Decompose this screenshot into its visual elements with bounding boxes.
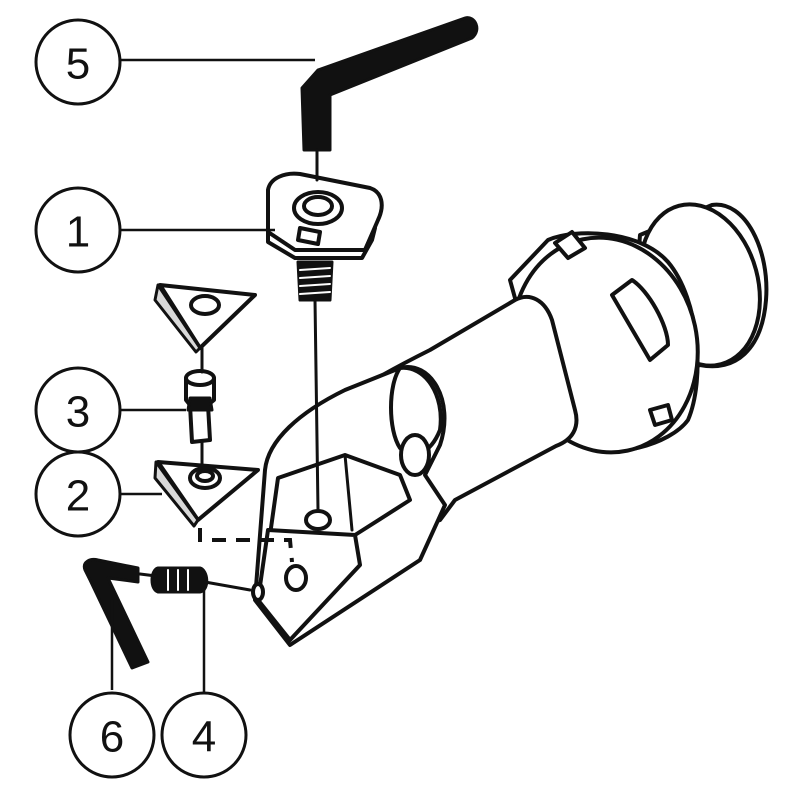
hex-key-5 bbox=[300, 16, 479, 152]
shim-2 bbox=[153, 460, 260, 528]
set-screw-4 bbox=[150, 566, 209, 594]
callout-2: 2 bbox=[34, 450, 122, 538]
leader-lines bbox=[110, 58, 315, 692]
callout-3: 3 bbox=[34, 366, 122, 454]
callout-6-label: 6 bbox=[100, 713, 124, 762]
callout-1: 1 bbox=[34, 186, 122, 274]
callout-5: 5 bbox=[34, 18, 122, 106]
callout-2-label: 2 bbox=[66, 472, 90, 521]
callout-3-label: 3 bbox=[66, 388, 90, 437]
insert-triangle-top bbox=[153, 283, 257, 354]
callout-4-label: 4 bbox=[192, 713, 216, 762]
callout-1-label: 1 bbox=[66, 208, 90, 257]
callout-6: 6 bbox=[68, 691, 156, 779]
assembly-lines bbox=[138, 148, 320, 592]
hex-key-6 bbox=[82, 558, 150, 670]
shim-pin-3 bbox=[184, 369, 216, 444]
tool-holder bbox=[251, 202, 769, 647]
clamp-1 bbox=[266, 171, 384, 302]
callout-4: 4 bbox=[160, 691, 248, 779]
callout-5-label: 5 bbox=[66, 40, 90, 89]
